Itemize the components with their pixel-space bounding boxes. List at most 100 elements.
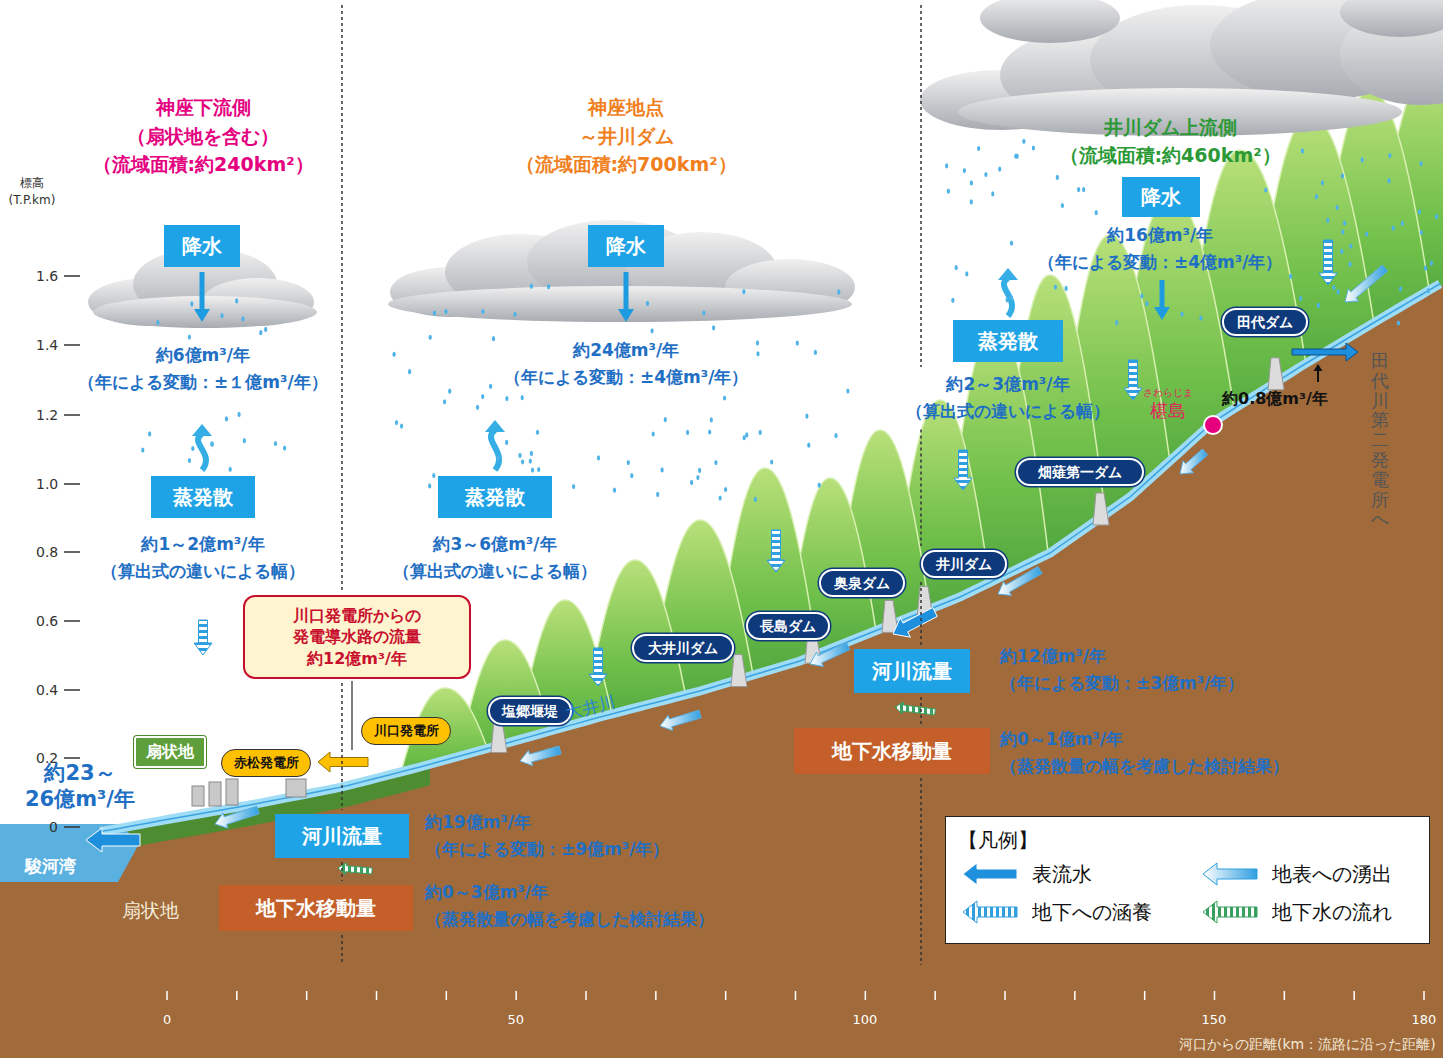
rain-drop — [710, 417, 713, 422]
rain-drop — [537, 467, 540, 472]
value-text: 約0.8億m³/年 — [1222, 389, 1328, 408]
rain-drop — [1145, 301, 1148, 306]
text-line: 扇状地 — [122, 899, 179, 922]
rain-drop — [1420, 161, 1423, 166]
rain-drop — [1115, 320, 1118, 325]
evaporation-arrow — [198, 434, 206, 470]
section-divider — [920, 429, 922, 546]
node-label: 畑薙第一ダム — [1038, 464, 1122, 481]
rain-drop — [243, 438, 246, 443]
river-flow-box: 河川流量 — [854, 649, 970, 693]
text-line: 発電導水路の流量 — [293, 626, 421, 648]
axis-tick — [934, 991, 936, 1000]
value-text: 約19億m³/年 （年による変動：±9億m³/年） — [425, 809, 669, 863]
groundwater-arrow — [338, 863, 372, 875]
recharge-arrow — [1319, 240, 1337, 285]
text-line: 赤松発電所 — [234, 755, 299, 771]
flow-arrows — [86, 240, 1388, 875]
text-line: （年による変動：±4億m³/年） — [504, 364, 748, 391]
rain-drop — [1061, 203, 1064, 208]
power-plant-building — [192, 786, 204, 806]
text-line: 標高 — [9, 175, 56, 192]
recharge-arrow — [194, 620, 212, 655]
text-line: 川口発電所 — [374, 723, 439, 739]
rain-drop — [991, 191, 994, 196]
axis-tick — [795, 991, 797, 1000]
outflow-value: 約23～ 26億m³/年 — [25, 760, 135, 813]
text-line: 蒸発散 — [173, 485, 233, 509]
text-line: 1.6 — [36, 268, 58, 285]
rain-drop — [1180, 312, 1183, 317]
river-flow-arrow — [893, 608, 937, 638]
destination-text: 田代川第二発電所へ — [1371, 351, 1389, 529]
rain-drop — [283, 445, 286, 450]
node-label: 扇状地 — [146, 742, 194, 761]
rain-drop — [651, 328, 654, 333]
dam-structure — [1268, 358, 1284, 390]
rain-drop — [264, 327, 267, 332]
text-line: 【凡例】 — [958, 828, 1038, 852]
rain-drop — [429, 335, 432, 340]
node-text-group: 畑薙第一ダム — [1038, 464, 1122, 481]
section-divider — [341, 935, 343, 965]
rain-drop — [505, 440, 508, 445]
precipitation-arrow — [194, 272, 210, 322]
text-line: 0.6 — [36, 613, 58, 630]
node-text-group: 赤松発電所 — [234, 755, 299, 771]
rain-drop — [846, 388, 849, 393]
axis-tick-label: 0.8 — [36, 544, 58, 561]
node-label: 塩郷堰堤 — [502, 703, 558, 720]
recharge-arrow — [767, 530, 785, 572]
node-label: 地下水移動量 — [256, 896, 376, 920]
text-line: 50 — [508, 1012, 525, 1028]
rain-drop — [661, 467, 664, 472]
rain-drop — [742, 289, 745, 294]
rain-drop — [229, 467, 232, 472]
conduit-arrow — [318, 752, 368, 772]
legend-entry: 地下水の流れ — [1200, 898, 1392, 926]
cloud-puff — [1340, 0, 1443, 37]
rain-drop — [627, 460, 630, 465]
rain-drop — [1321, 180, 1324, 185]
power-plant-building — [226, 779, 238, 805]
rain-drop — [1424, 266, 1427, 271]
text-line: （年による変動：±3億m³/年） — [1000, 670, 1244, 697]
rain-drop — [1032, 145, 1035, 150]
ground-label: 扇状地 — [122, 899, 179, 922]
section-dividers — [342, 5, 921, 965]
text-line: 26億m³/年 — [25, 786, 135, 812]
node-label: 川口発電所からの 発電導水路の流量 約12億m³/年 — [293, 605, 421, 670]
rain-drop — [529, 459, 532, 464]
text-line: 0 — [163, 1012, 171, 1028]
node-text-group: 扇状地 — [146, 742, 194, 761]
rain-drop — [513, 312, 516, 317]
node-text-group: 蒸発散 — [173, 485, 233, 509]
rain-drop — [945, 163, 948, 168]
text-line: 畑薙第一ダム — [1038, 464, 1122, 481]
rain-drop — [1010, 295, 1013, 300]
text-line: 井川ダム上流側 — [1060, 113, 1281, 142]
rain-drop — [1336, 205, 1339, 210]
rain-drop — [1435, 214, 1438, 219]
text-line: 1.2 — [36, 407, 58, 424]
rain-drop — [723, 395, 726, 400]
power-plant-building — [286, 779, 306, 797]
spring-arrow — [1180, 449, 1208, 474]
rain-drop — [1010, 241, 1013, 246]
node-label: 井川ダム — [936, 556, 992, 573]
axis-tick-label: 100 — [853, 1012, 878, 1028]
river-flow-box: 河川流量 — [275, 814, 409, 858]
rain-drop — [220, 313, 223, 318]
legend-entry: 地下への涵養 — [960, 898, 1152, 926]
text-line: 1.4 — [36, 337, 58, 354]
node-label: 田代ダム — [1237, 314, 1293, 331]
rain-drop — [630, 473, 633, 478]
text-line: 降水 — [1141, 185, 1181, 209]
node-label: 降水 — [1141, 185, 1181, 209]
precipitation-box: 降水 — [588, 225, 664, 267]
text-line: さわらじま — [1143, 387, 1193, 398]
rain-drop — [1014, 154, 1017, 159]
legend-text: 地下への涵養 — [1032, 899, 1152, 926]
section-divider — [920, 5, 922, 367]
axis-tick — [64, 826, 80, 828]
